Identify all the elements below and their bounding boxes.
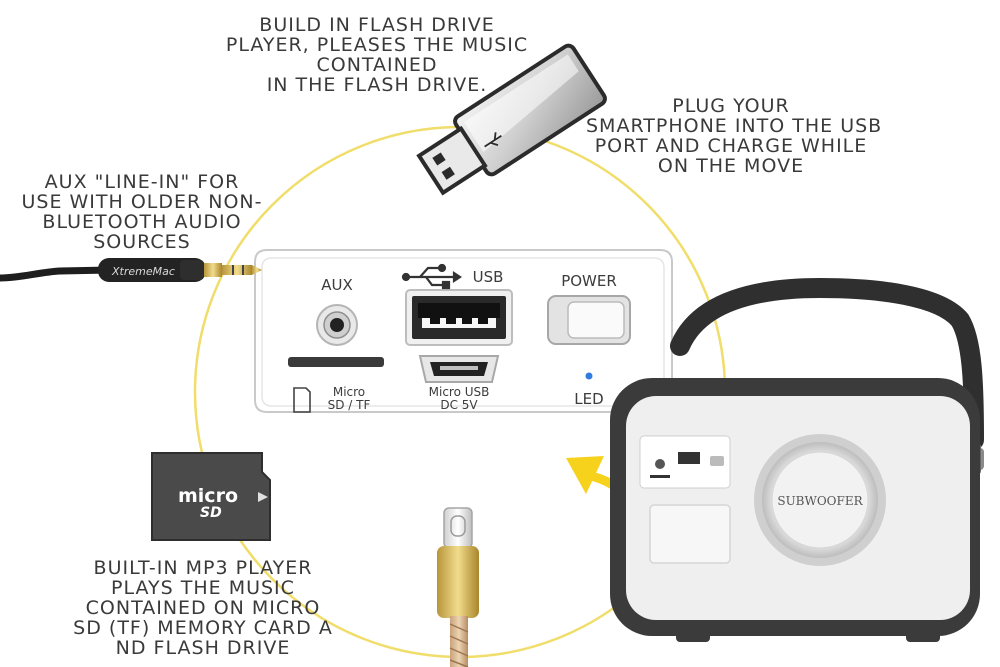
power-switch xyxy=(547,295,631,345)
usb-symbol-icon xyxy=(401,263,462,290)
micro-usb-port-icon xyxy=(418,355,500,383)
micro-sd-card-icon: micro SD xyxy=(151,452,271,541)
led-label: LED xyxy=(574,390,604,408)
usb-c-cable-icon xyxy=(437,507,479,667)
sd-card-micro-text: micro xyxy=(178,485,238,507)
usb-port-icon xyxy=(405,289,513,346)
micro-usb-label: Micro USB DC 5V xyxy=(428,385,490,412)
micro-sd-slot xyxy=(288,357,384,367)
usb-label: USB xyxy=(472,268,504,286)
usb-charge-caption: PLUG YOUR SMARTPHONE INTO THE USB PORT A… xyxy=(586,95,883,177)
aux-cable-icon: XtremeMac xyxy=(0,258,262,282)
mp3-player-caption: BUILT-IN MP3 PLAYER PLAYS THE MUSIC CONT… xyxy=(73,557,333,659)
cable-brand-text: XtremeMac xyxy=(111,265,175,278)
aux-jack-icon xyxy=(316,304,358,346)
aux-label: AUX xyxy=(321,276,353,294)
led-indicator xyxy=(585,372,593,380)
power-label: POWER xyxy=(561,272,617,290)
usb-flash-drive-icon xyxy=(416,43,607,196)
micro-sd-label: Micro SD / TF xyxy=(327,385,371,412)
micro-sd-icon xyxy=(293,387,311,413)
speaker-label-text: SUBWOOFER xyxy=(777,494,863,508)
sd-card-sd-text: SD xyxy=(200,505,222,521)
aux-caption: AUX "LINE-IN" FOR USE WITH OLDER NON- BL… xyxy=(21,171,263,253)
flash-drive-caption: BUILD IN FLASH DRIVE PLAYER, PLEASES THE… xyxy=(225,14,529,96)
speaker-device: SUBWOOFER xyxy=(610,277,984,642)
